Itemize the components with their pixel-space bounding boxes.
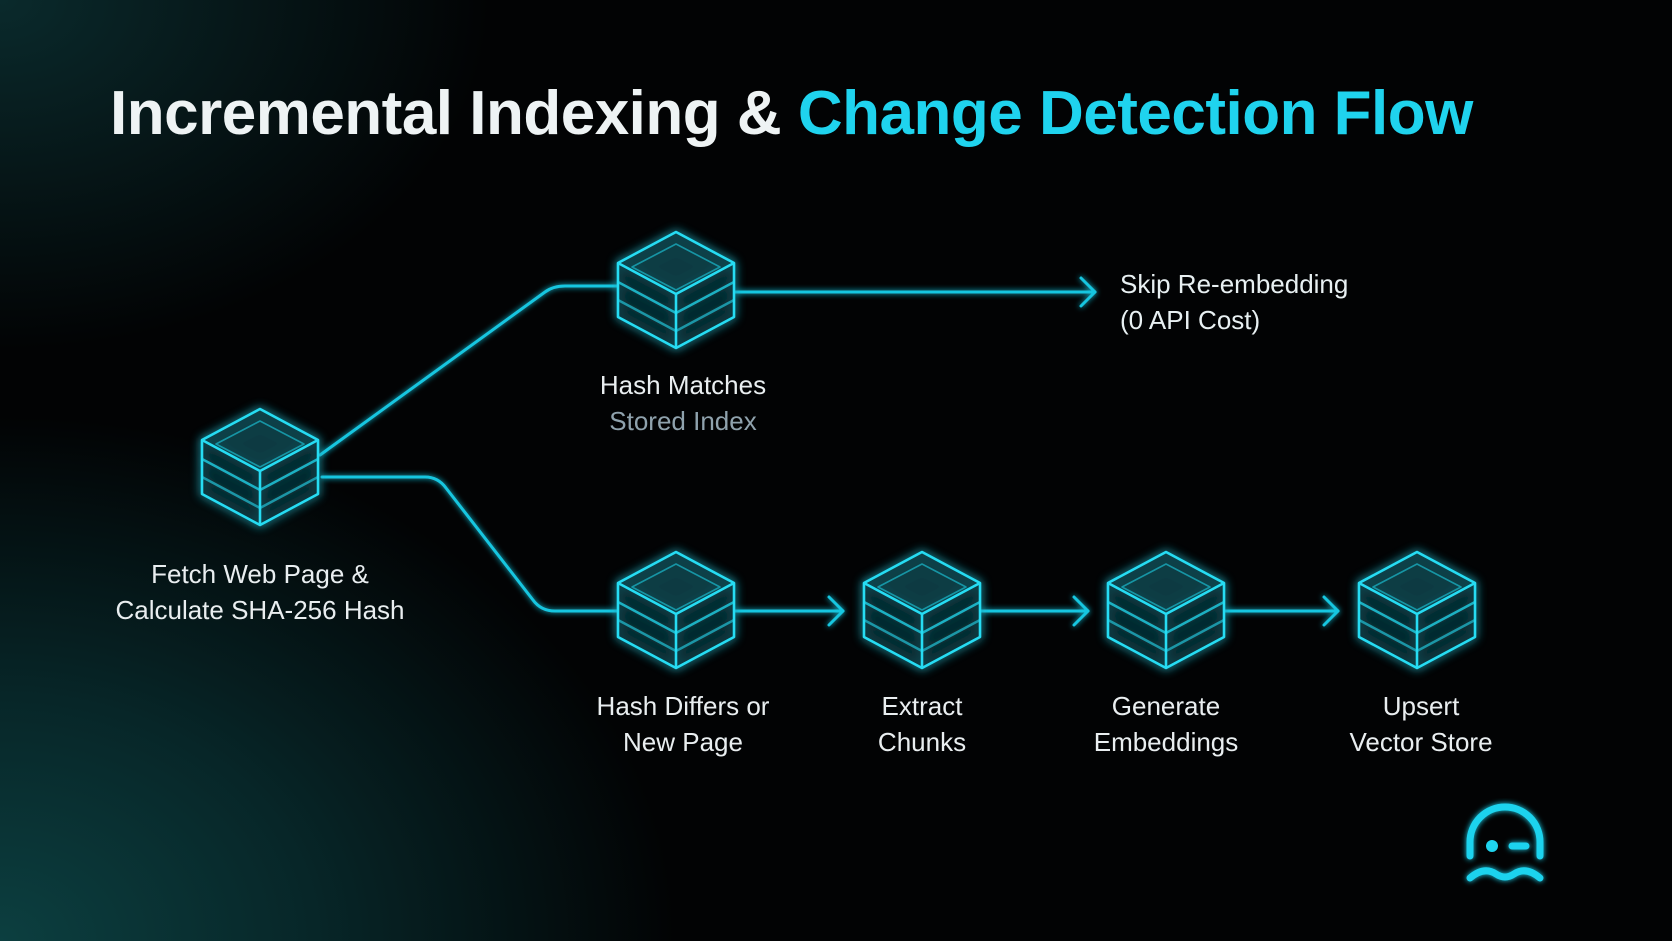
fetch-line2: Calculate SHA-256 Hash [115, 595, 405, 625]
skip-line2: (0 API Cost) [1120, 305, 1261, 335]
hash-matches-line2: Stored Index [609, 406, 757, 436]
skip-line1: Skip Re-embedding [1120, 269, 1349, 299]
node-label-hash-matches: Hash Matches Stored Index [600, 367, 766, 439]
fetch-line1: Fetch Web Page & [151, 559, 369, 589]
generate-line1: Generate [1111, 691, 1221, 721]
cube-icon [616, 230, 736, 350]
upsert-line2: Vector Store [1349, 727, 1493, 757]
connector-fetch-to-hash-differs [320, 475, 620, 613]
extract-line2: Chunks [877, 727, 967, 757]
mascot-face-icon [1466, 803, 1544, 882]
arrowhead-generate [1072, 595, 1090, 627]
node-label-generate: Generate Embeddings [1094, 688, 1239, 760]
generate-line2: Embeddings [1093, 727, 1239, 757]
node-label-hash-differs: Hash Differs or New Page [597, 688, 770, 760]
upsert-line1: Upsert [1382, 691, 1460, 721]
cube-icon [1357, 550, 1477, 670]
connector-fetch-to-hash-matches [318, 284, 620, 457]
hash-matches-line1: Hash Matches [599, 370, 767, 400]
arrowhead-extract [827, 595, 845, 627]
arrowhead-upsert [1322, 595, 1340, 627]
cube-icon [616, 550, 736, 670]
node-label-skip: Skip Re-embedding (0 API Cost) [1120, 266, 1348, 338]
cube-icon [1106, 550, 1226, 670]
cube-icon [200, 407, 320, 527]
arrowhead-skip [1079, 276, 1097, 308]
extract-line1: Extract [881, 691, 963, 721]
title-accent: Change Detection Flow [797, 79, 1473, 148]
node-label-upsert: Upsert Vector Store [1349, 688, 1492, 760]
hash-differs-line1: Hash Differs or [596, 691, 770, 721]
connectors [318, 276, 1340, 627]
node-label-fetch: Fetch Web Page & Calculate SHA-256 Hash [115, 556, 404, 628]
node-label-extract: Extract Chunks [878, 688, 966, 760]
cube-icon [862, 550, 982, 670]
hash-differs-line2: New Page [623, 727, 743, 757]
page-title: Incremental Indexing & Change Detection … [110, 78, 1473, 149]
title-main: Incremental Indexing & [110, 79, 798, 148]
